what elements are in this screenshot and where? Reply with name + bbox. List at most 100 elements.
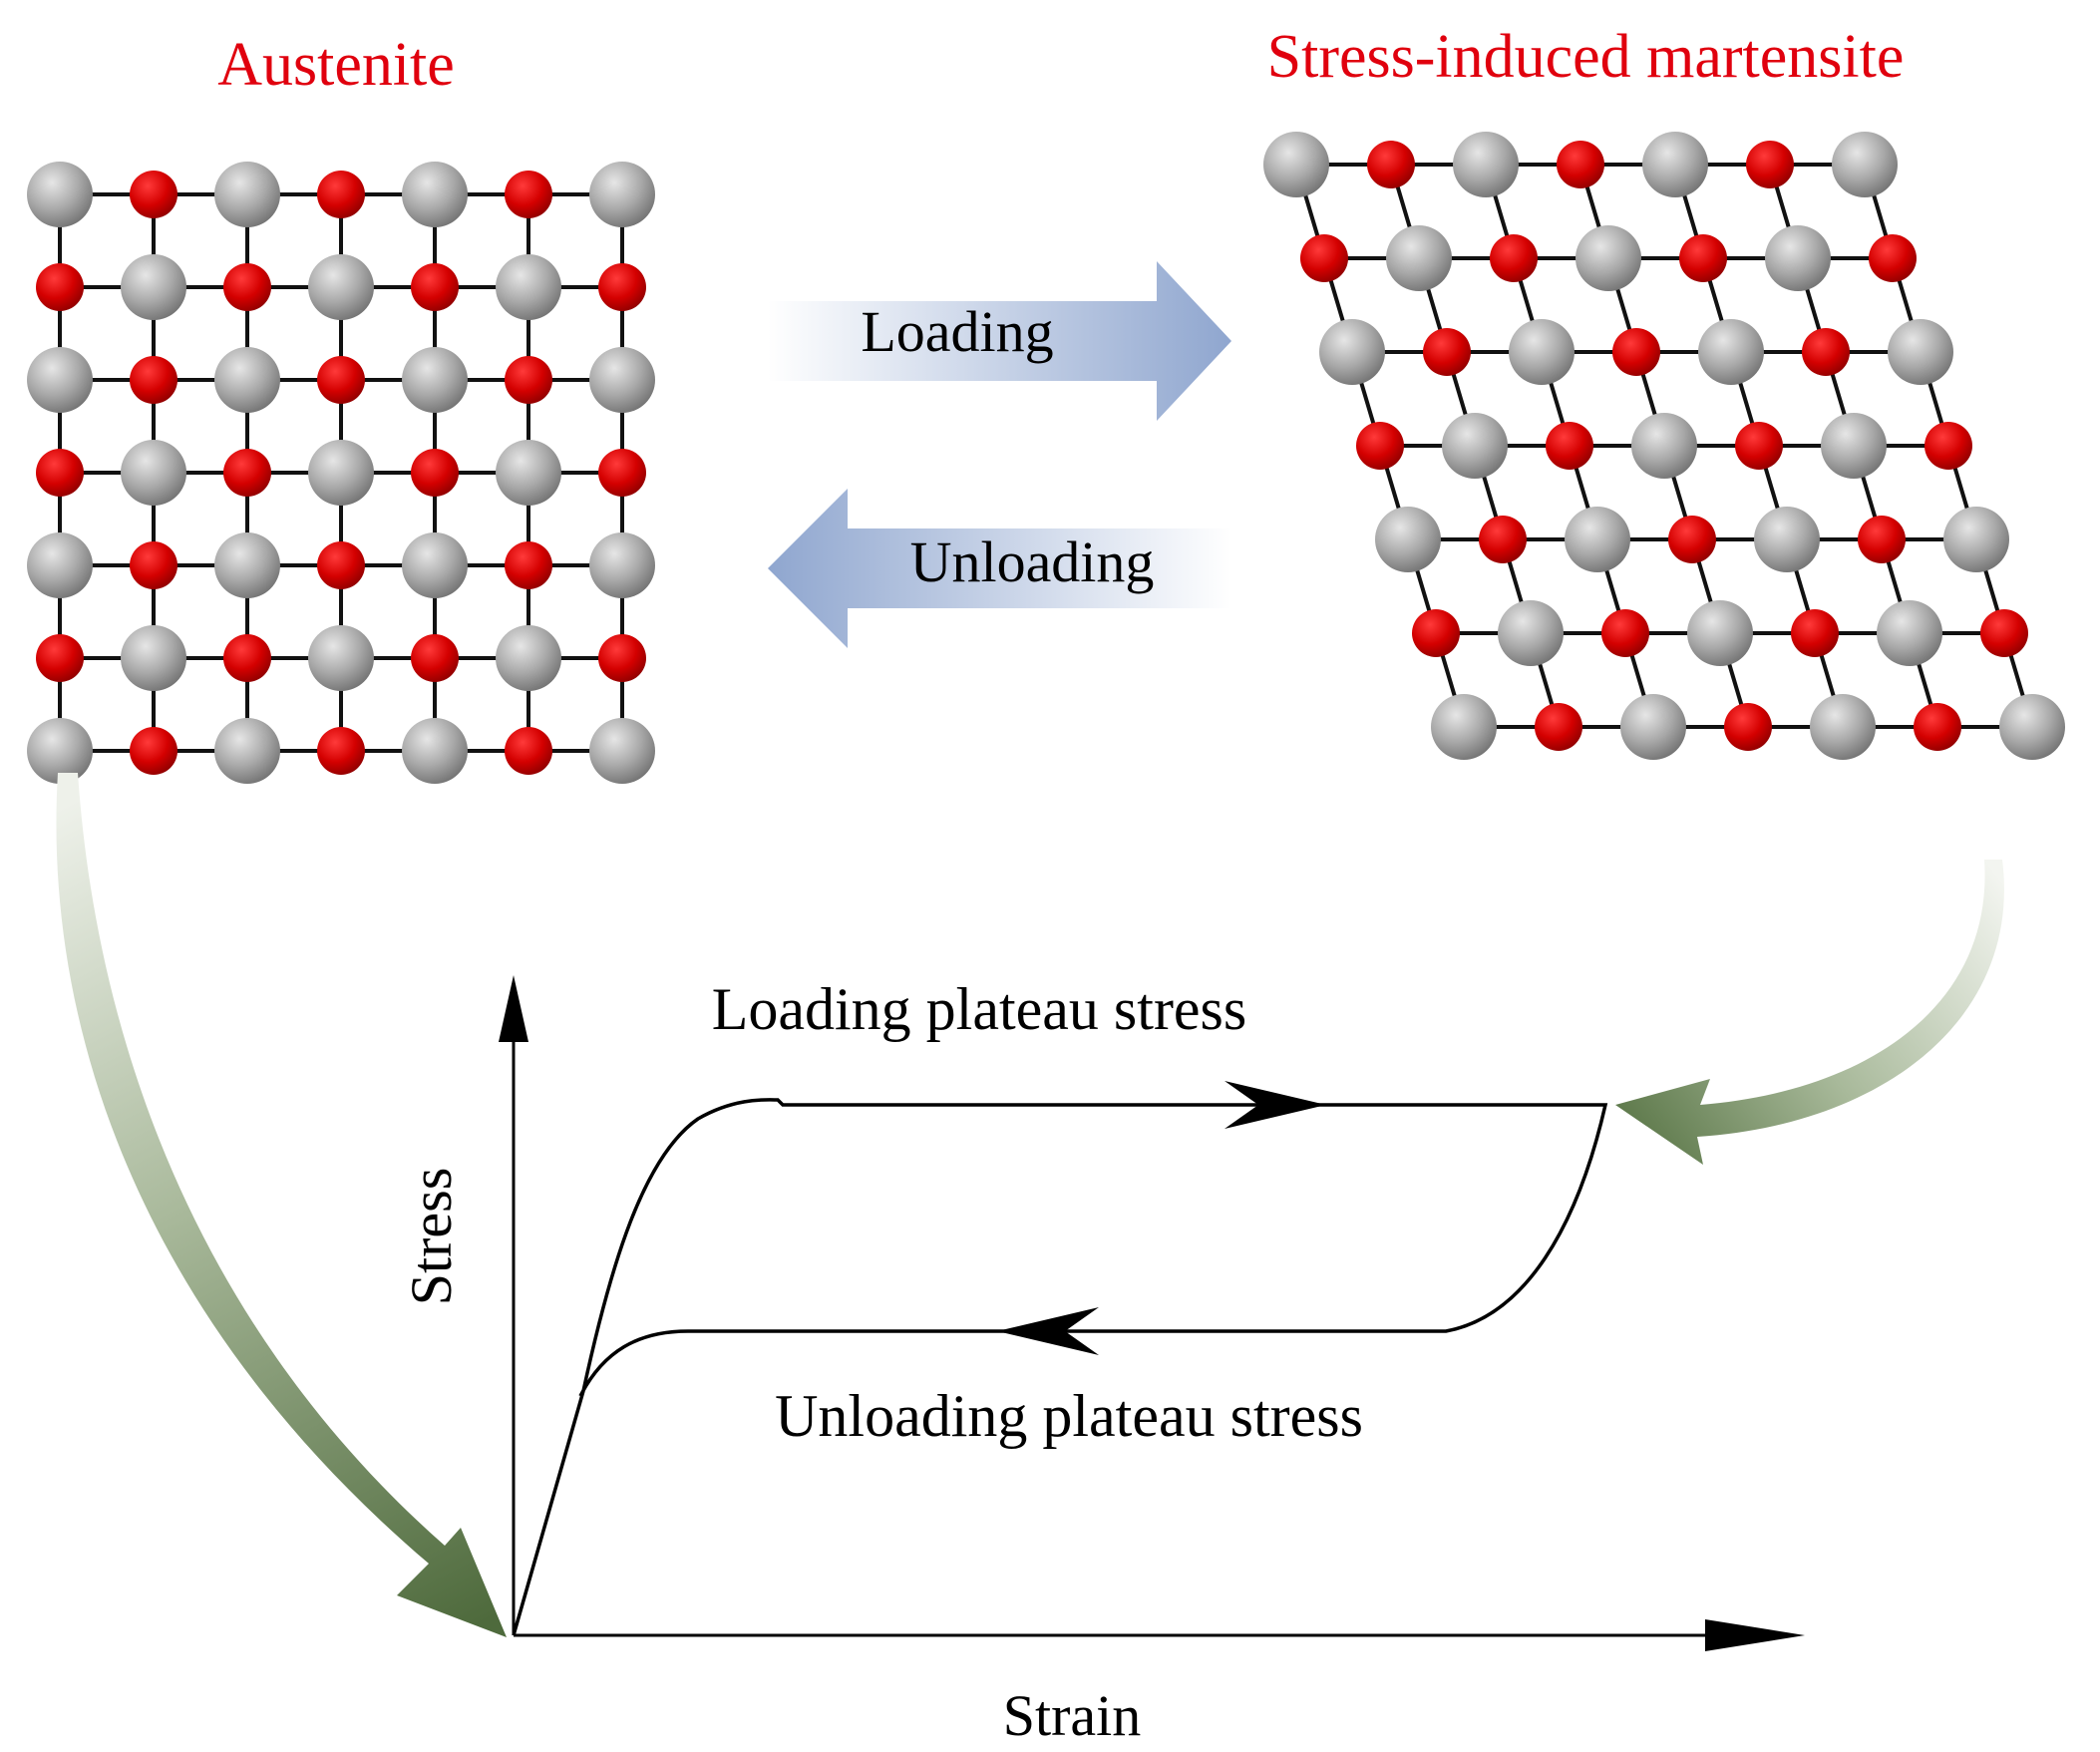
austenite-small-atom <box>223 449 271 497</box>
martensite-small-atom <box>1679 234 1727 282</box>
austenite-title: Austenite <box>217 31 455 99</box>
martensite-large-atom <box>1631 413 1697 479</box>
austenite-small-atom <box>317 356 365 404</box>
martensite-large-atom <box>1431 694 1497 760</box>
austenite-small-atom <box>317 541 365 589</box>
martensite-large-atom <box>1498 600 1564 666</box>
martensite-title: Stress-induced martensite <box>1267 23 1905 91</box>
austenite-large-atom <box>496 440 561 506</box>
martensite-small-atom <box>1925 422 1972 470</box>
martensite-large-atom <box>1375 507 1441 572</box>
loading-label: Loading <box>861 299 1053 364</box>
austenite-large-atom <box>589 718 655 784</box>
unloading-arrow <box>768 489 1231 648</box>
martensite-large-atom <box>1565 507 1630 572</box>
austenite-large-atom <box>402 532 468 598</box>
x-axis-label: Strain <box>1003 1683 1142 1748</box>
austenite-to-curve-arrow <box>56 773 508 1637</box>
martensite-to-curve-arrow <box>1615 860 2004 1165</box>
austenite-small-atom <box>598 634 646 682</box>
martensite-small-atom <box>1746 141 1794 188</box>
austenite-large-atom <box>496 254 561 320</box>
martensite-small-atom <box>1914 703 1961 751</box>
hysteresis-curve <box>512 1098 1608 1636</box>
austenite-lattice <box>27 162 655 784</box>
martensite-small-atom <box>1858 516 1906 563</box>
martensite-large-atom <box>1943 507 2009 572</box>
martensite-large-atom <box>1263 132 1329 197</box>
martensite-small-atom <box>1869 234 1917 282</box>
austenite-large-atom <box>496 625 561 691</box>
austenite-small-atom <box>130 356 177 404</box>
martensite-large-atom <box>1698 319 1764 385</box>
austenite-small-atom <box>223 634 271 682</box>
austenite-large-atom <box>121 625 186 691</box>
martensite-small-atom <box>1557 141 1604 188</box>
austenite-large-atom <box>214 532 280 598</box>
austenite-large-atom <box>27 532 93 598</box>
martensite-small-atom <box>1601 609 1649 657</box>
martensite-large-atom <box>1810 694 1876 760</box>
martensite-small-atom <box>1802 328 1850 376</box>
austenite-small-atom <box>130 171 177 218</box>
austenite-small-atom <box>317 171 365 218</box>
austenite-small-atom <box>36 634 84 682</box>
martensite-small-atom <box>1367 141 1415 188</box>
austenite-small-atom <box>411 634 459 682</box>
martensite-small-atom <box>1423 328 1471 376</box>
austenite-large-atom <box>589 162 655 227</box>
martensite-small-atom <box>1300 234 1348 282</box>
martensite-large-atom <box>1509 319 1575 385</box>
martensite-small-atom <box>1412 609 1460 657</box>
martensite-large-atom <box>1754 507 1820 572</box>
martensite-small-atom <box>1356 422 1404 470</box>
martensite-small-atom <box>1490 234 1538 282</box>
austenite-large-atom <box>402 347 468 413</box>
austenite-large-atom <box>27 347 93 413</box>
austenite-large-atom <box>121 440 186 506</box>
martensite-large-atom <box>1642 132 1708 197</box>
martensite-small-atom <box>1724 703 1772 751</box>
x-axis-arrowhead <box>1705 1619 1805 1651</box>
austenite-small-atom <box>505 356 552 404</box>
unloading-direction-arrowhead <box>997 1307 1099 1355</box>
y-axis-label: Stress <box>399 1168 464 1306</box>
austenite-large-atom <box>402 162 468 227</box>
martensite-large-atom <box>1888 319 1953 385</box>
martensite-large-atom <box>1620 694 1686 760</box>
unloading-label: Unloading <box>910 529 1155 594</box>
unloading-plateau-label: Unloading plateau stress <box>775 1383 1363 1449</box>
martensite-small-atom <box>1668 516 1716 563</box>
martensite-small-atom <box>1791 609 1839 657</box>
martensite-small-atom <box>1980 609 2028 657</box>
austenite-small-atom <box>36 449 84 497</box>
martensite-small-atom <box>1546 422 1593 470</box>
austenite-large-atom <box>27 162 93 227</box>
martensite-lattice <box>1263 132 2065 760</box>
austenite-small-atom <box>317 727 365 775</box>
martensite-large-atom <box>1687 600 1753 666</box>
martensite-large-atom <box>1453 132 1519 197</box>
martensite-large-atom <box>1386 225 1452 291</box>
austenite-small-atom <box>505 171 552 218</box>
martensite-large-atom <box>1319 319 1385 385</box>
austenite-large-atom <box>589 532 655 598</box>
austenite-small-atom <box>598 449 646 497</box>
austenite-large-atom <box>589 347 655 413</box>
martensite-large-atom <box>1877 600 1942 666</box>
austenite-small-atom <box>598 263 646 311</box>
martensite-small-atom <box>1535 703 1582 751</box>
curve-axes <box>499 975 1805 1651</box>
austenite-large-atom <box>402 718 468 784</box>
austenite-small-atom <box>223 263 271 311</box>
austenite-small-atom <box>411 449 459 497</box>
austenite-small-atom <box>505 541 552 589</box>
austenite-large-atom <box>214 718 280 784</box>
martensite-large-atom <box>1999 694 2065 760</box>
austenite-large-atom <box>308 625 374 691</box>
y-axis-arrowhead <box>499 975 528 1042</box>
austenite-small-atom <box>505 727 552 775</box>
austenite-small-atom <box>130 727 177 775</box>
